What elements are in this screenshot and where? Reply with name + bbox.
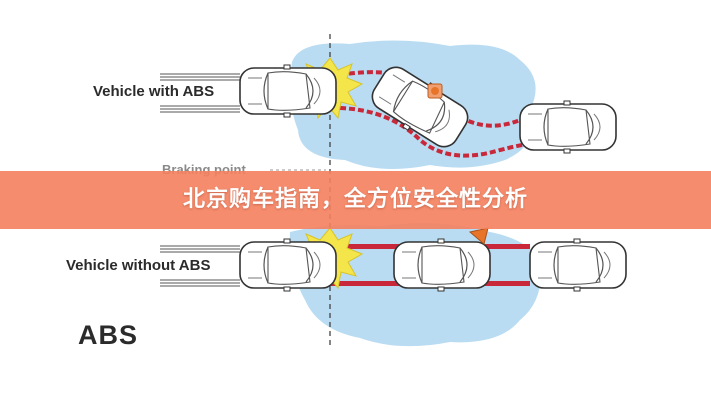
car-without-abs-end (529, 238, 627, 292)
car-without-abs-start (239, 238, 337, 292)
skid-lines-left-bottom (160, 245, 240, 287)
title-banner: 北京购车指南，全方位安全性分析 (0, 171, 711, 229)
car-with-abs-start (239, 64, 337, 118)
traffic-cone-icon (468, 227, 489, 245)
car-without-abs-sliding (393, 238, 491, 292)
traffic-cone-icon (427, 83, 443, 99)
label-vehicle-without-abs: Vehicle without ABS (66, 257, 211, 274)
banner-title: 北京购车指南，全方位安全性分析 (182, 187, 528, 212)
skid-lines-left-top (160, 73, 240, 113)
car-with-abs-end (519, 100, 617, 154)
label-abs: ABS (78, 320, 139, 350)
label-vehicle-with-abs: Vehicle with ABS (93, 83, 215, 100)
